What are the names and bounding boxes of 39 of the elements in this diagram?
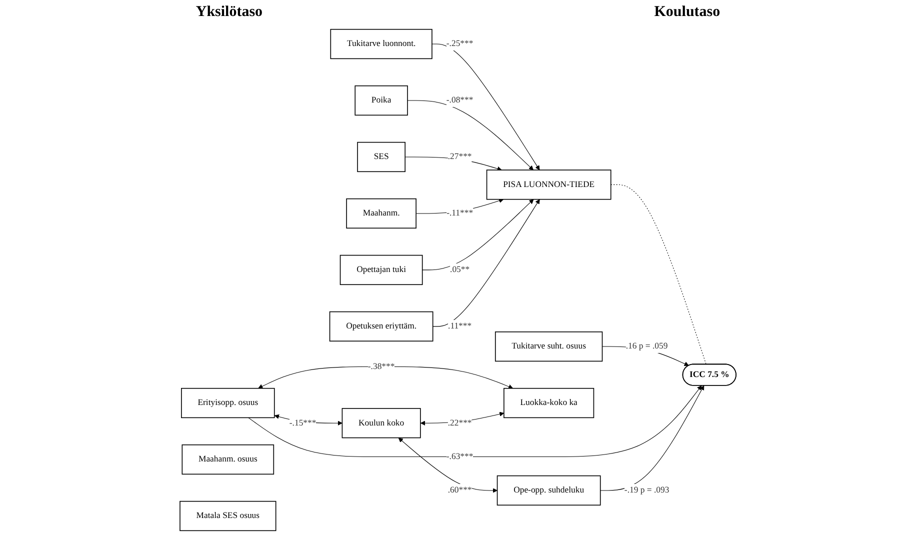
- node-box: SES: [357, 142, 406, 172]
- arrow: [258, 366, 514, 389]
- arrow: [407, 100, 534, 170]
- arrow: [432, 199, 540, 327]
- edge-label: .05**: [450, 265, 470, 274]
- arrow: [422, 199, 534, 270]
- node-box: Ope-opp. suhdeluku: [496, 475, 601, 506]
- edge-label: -.63***: [446, 452, 474, 462]
- edge-label: -.15***: [289, 418, 316, 428]
- node-box: Luokka-koko ka: [504, 388, 594, 418]
- edge-label: .27***: [448, 152, 472, 162]
- level-heading: Koulutaso: [654, 4, 720, 21]
- edge-label: -.19 p = .093: [624, 486, 670, 495]
- node-box: Maahanm. osuus: [182, 444, 274, 475]
- edge-label: -.11***: [446, 208, 474, 218]
- node-box: Tukitarve luonnont.: [330, 28, 432, 60]
- node-box: Opetuksen eriyttäm.: [329, 311, 434, 342]
- node-box: Poika: [354, 85, 408, 116]
- node-box: Opettajan tuki: [340, 254, 423, 286]
- node-box: Koulun koko: [342, 408, 421, 438]
- level-heading: Yksilötaso: [196, 4, 263, 21]
- arrow: [398, 438, 498, 493]
- edge-label: .60***: [448, 486, 472, 495]
- node-box: Maahanm.: [346, 198, 416, 229]
- arrow: [432, 44, 540, 170]
- edge-label: .22***: [448, 418, 472, 428]
- connector: [610, 184, 706, 365]
- arrow: [600, 385, 704, 491]
- arrow: [404, 156, 502, 172]
- node-box: PISA LUONNON-TIEDE: [486, 170, 612, 200]
- edge-label: -.25***: [446, 39, 474, 48]
- node-box: Erityisopp. osuus: [181, 388, 275, 418]
- node-box: Matala SES osuus: [180, 500, 276, 532]
- edge-label: -.08***: [446, 96, 474, 105]
- edge-label: -.38***: [368, 362, 395, 371]
- arrow: [248, 385, 702, 458]
- edge-label: .11***: [448, 322, 472, 331]
- node-box: Tukitarve suht. osuus: [494, 331, 603, 362]
- edge-label: .16 p = .059: [626, 342, 668, 351]
